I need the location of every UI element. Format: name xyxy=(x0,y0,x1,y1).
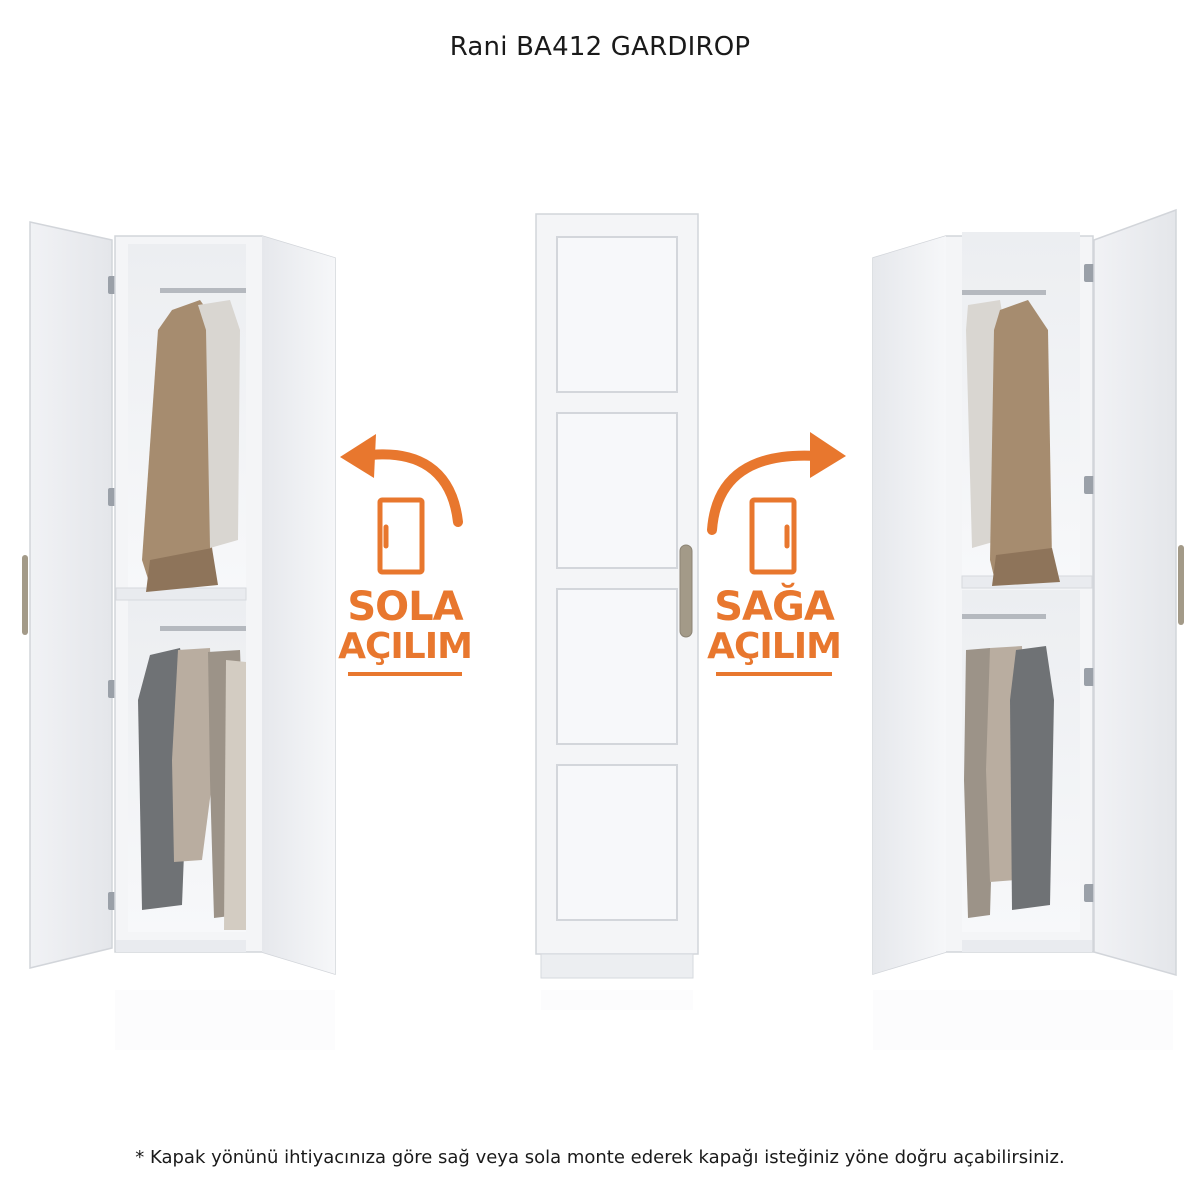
right-opening-label: SAĞA AÇILIM xyxy=(707,432,846,676)
clothes-upper-right xyxy=(966,300,1060,586)
open-door-left xyxy=(29,221,113,969)
clothes-upper-left xyxy=(142,300,240,592)
rail-lower-right xyxy=(962,614,1046,619)
wardrobe-left-open xyxy=(22,221,336,976)
page-title: Rani BA412 GARDIROP xyxy=(449,32,751,62)
wardrobe-right-open xyxy=(872,208,1184,976)
right-opening-line1: SAĞA xyxy=(714,582,835,630)
floor-reflections xyxy=(115,990,1173,1050)
clothes-lower-left xyxy=(138,648,246,930)
footnote: * Kapak yönünü ihtiyacınıza göre sağ vey… xyxy=(135,1147,1065,1168)
door-icon xyxy=(377,497,425,575)
shelf-left xyxy=(115,587,247,601)
cabinet-side-left xyxy=(262,236,335,974)
curved-arrow-left-icon xyxy=(340,434,463,527)
rail-lower-left xyxy=(160,626,246,631)
bottom-panel-right xyxy=(962,940,1092,952)
right-opening-line2: AÇILIM xyxy=(707,626,841,667)
hinges-right xyxy=(1084,264,1096,902)
door-icon xyxy=(749,497,797,575)
open-door-right xyxy=(1093,208,1177,976)
curved-arrow-right-icon xyxy=(707,432,846,535)
rail-upper-left xyxy=(160,288,246,293)
door-handle-left xyxy=(22,555,28,635)
wardrobe-center-closed xyxy=(535,213,699,979)
door-panels-center xyxy=(556,236,678,921)
cabinet-side-right xyxy=(873,236,946,974)
left-opening-line1: SOLA xyxy=(347,584,463,630)
rail-upper-right xyxy=(962,290,1046,295)
clothes-lower-right xyxy=(964,646,1054,918)
plinth-center xyxy=(540,953,694,979)
left-opening-label: SOLA AÇILIM xyxy=(338,434,473,676)
bottom-panel-left xyxy=(116,940,246,952)
door-handle-center xyxy=(679,544,693,638)
left-opening-line2: AÇILIM xyxy=(338,626,472,667)
door-handle-right xyxy=(1178,545,1184,625)
